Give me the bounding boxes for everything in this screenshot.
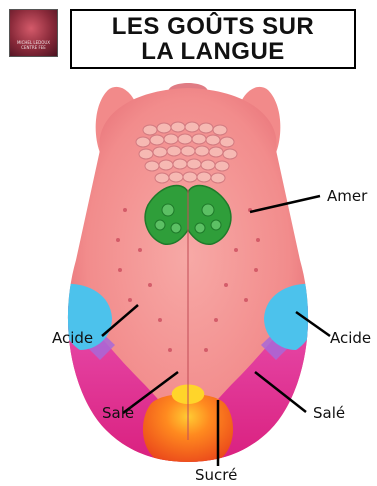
label-acide-left: Acide <box>52 329 93 347</box>
label-sale-left: Salé <box>102 404 134 422</box>
label-acide-right: Acide <box>330 329 371 347</box>
label-sucre: Sucré <box>195 466 237 484</box>
label-sale-right: Salé <box>313 404 345 422</box>
label-amer: Amer <box>327 187 367 205</box>
